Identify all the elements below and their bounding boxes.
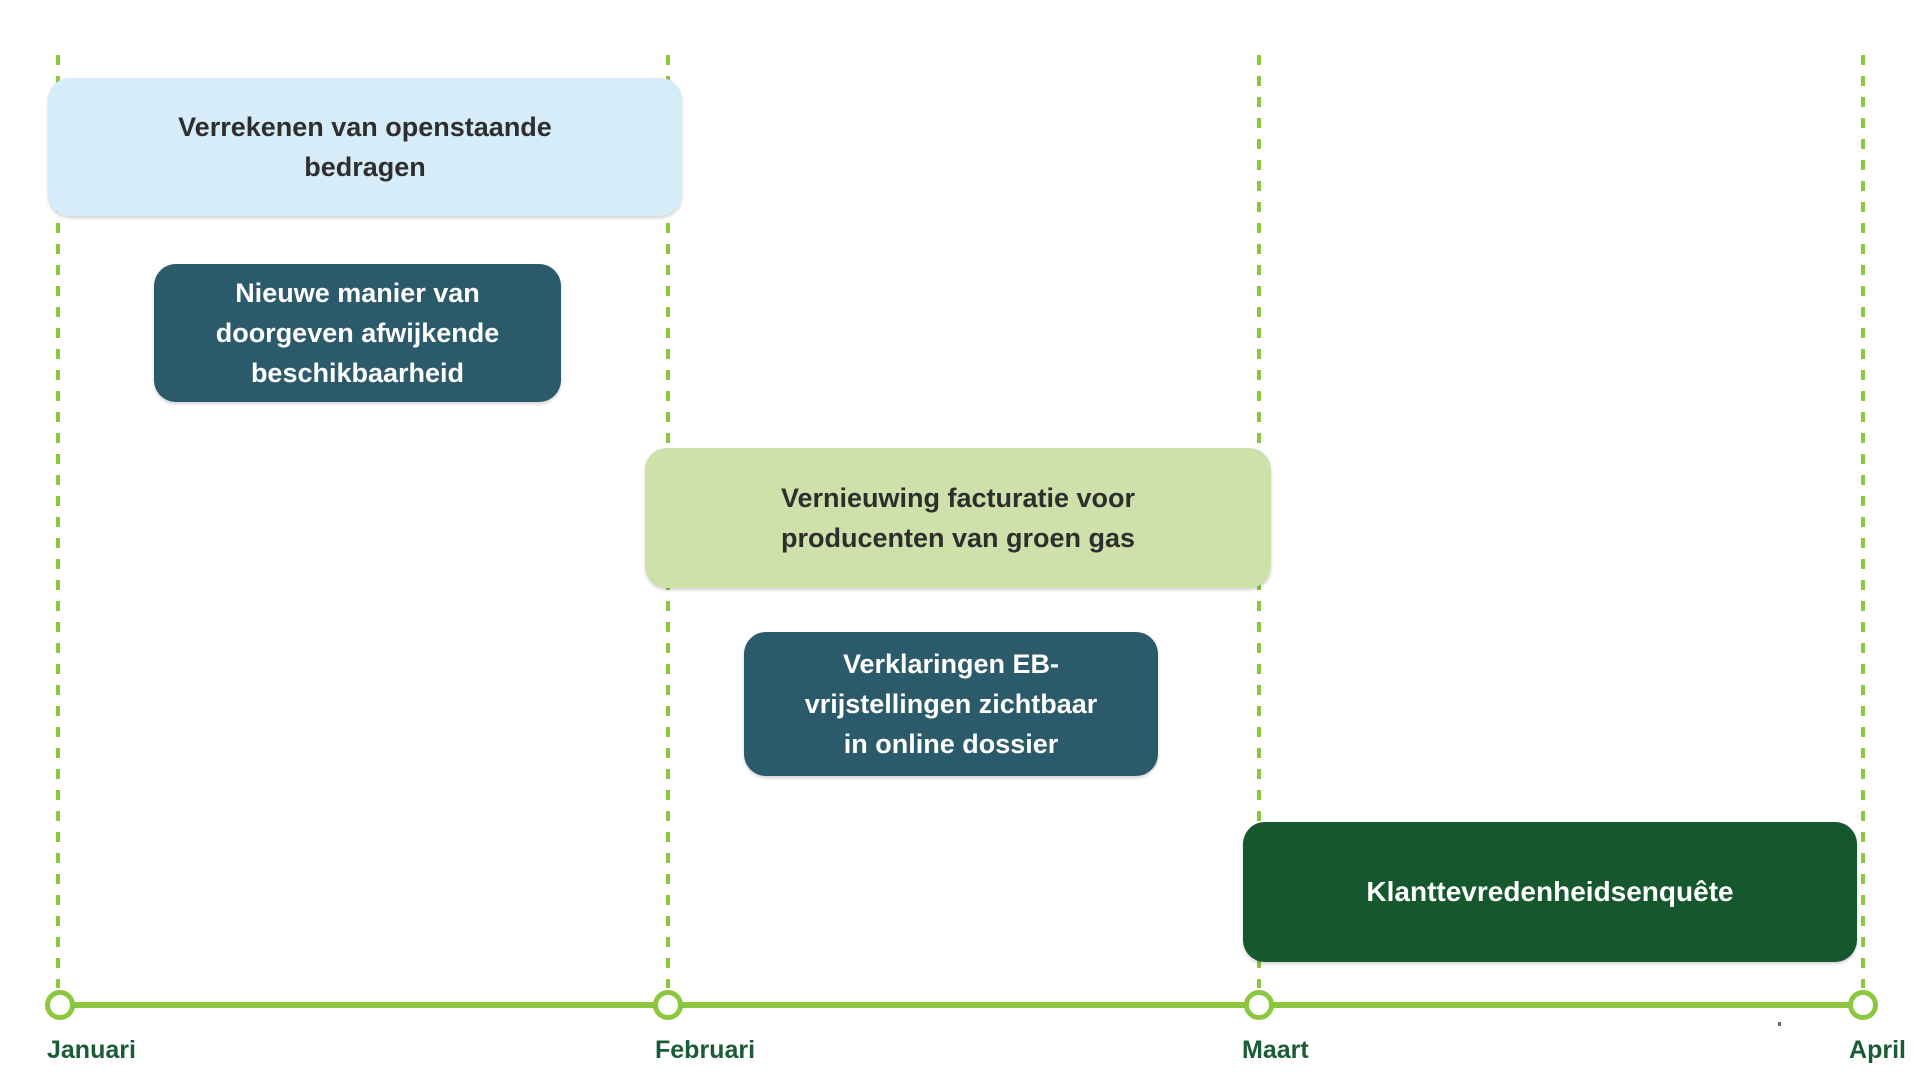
tick-circle-februari <box>653 990 683 1020</box>
tick-circle-april <box>1848 990 1878 1020</box>
month-label-februari: Februari <box>655 1036 756 1064</box>
event-title-line: in online dossier <box>843 729 1059 759</box>
month-label-maart: Maart <box>1242 1036 1309 1064</box>
event-card-title: Verklaringen EB- vrijstellingen zichtbaa… <box>805 644 1098 764</box>
event-card-nieuwe-manier: Nieuwe manier van doorgeven afwijkende b… <box>154 264 561 402</box>
event-title-line: vrijstellingen zichtbaar <box>804 689 1098 719</box>
event-title-line: producenten van groen gas <box>780 523 1136 553</box>
event-title-line: beschikbaarheid <box>250 358 465 388</box>
timeline-axis <box>60 1002 1863 1008</box>
event-card-vernieuwing-facturatie: Vernieuwing facturatie voor producenten … <box>645 448 1271 588</box>
tick-circle-januari <box>45 990 75 1020</box>
month-label-april: April <box>1849 1036 1906 1064</box>
event-title-line: Verrekenen van openstaande <box>178 112 552 142</box>
gridline-januari <box>56 55 60 988</box>
event-title-line: bedragen <box>304 152 426 182</box>
event-title-line: Vernieuwing facturatie voor <box>780 483 1136 513</box>
event-card-title: Vernieuwing facturatie voor producenten … <box>781 478 1135 558</box>
event-title-line: Klanttevredenheidsenquête <box>1366 876 1734 907</box>
month-label-januari: Januari <box>47 1036 136 1064</box>
tick-circle-maart <box>1244 990 1274 1020</box>
event-card-title: Klanttevredenheidsenquête <box>1366 872 1733 912</box>
stray-dot <box>1778 1022 1781 1026</box>
event-card-klanttevredenheidsenquete: Klanttevredenheidsenquête <box>1243 822 1857 962</box>
gridline-april <box>1861 55 1865 988</box>
event-card-title: Nieuwe manier van doorgeven afwijkende b… <box>216 273 500 393</box>
event-title-line: doorgeven afwijkende <box>215 318 500 348</box>
event-card-verrekenen: Verrekenen van openstaande bedragen <box>48 78 682 216</box>
event-title-line: Nieuwe manier van <box>235 278 480 308</box>
event-card-title: Verrekenen van openstaande bedragen <box>178 107 552 187</box>
event-title-line: Verklaringen EB- <box>842 649 1060 679</box>
event-card-verklaringen-eb: Verklaringen EB- vrijstellingen zichtbaa… <box>744 632 1158 776</box>
